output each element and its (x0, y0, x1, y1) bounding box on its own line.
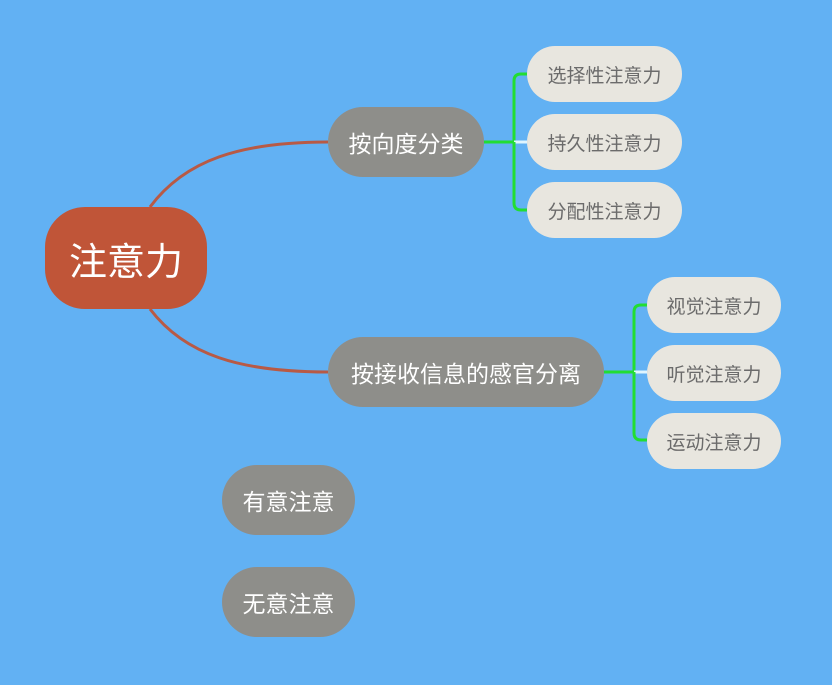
branch-topic-by-direction[interactable]: 按向度分类 (328, 107, 484, 177)
connector-branch-0-child-0 (512, 72, 527, 142)
connector-branch-0-child-2 (512, 142, 527, 212)
leaf-topic-auditory[interactable]: 听觉注意力 (647, 345, 781, 401)
leaf-topic-divided[interactable]: 分配性注意力 (527, 182, 682, 238)
floating-topic-voluntary[interactable]: 有意注意 (222, 465, 355, 535)
connector-branch-1-child-2 (632, 372, 647, 442)
branch-topic-by-sense[interactable]: 按接收信息的感官分离 (328, 337, 604, 407)
connector-branch-1-child-0 (632, 303, 647, 372)
floating-topic-involuntary[interactable]: 无意注意 (222, 567, 355, 637)
connector-root-to-branch-0 (148, 140, 329, 208)
connector-group-branch-1 (604, 303, 647, 442)
leaf-topic-selective[interactable]: 选择性注意力 (527, 46, 682, 102)
connector-root-to-branch-1 (148, 308, 329, 374)
root-topic[interactable]: 注意力 (45, 207, 207, 309)
connector-group-branch-0 (484, 72, 527, 212)
leaf-topic-sustained[interactable]: 持久性注意力 (527, 114, 682, 170)
leaf-topic-visual[interactable]: 视觉注意力 (647, 277, 781, 333)
leaf-topic-motor[interactable]: 运动注意力 (647, 413, 781, 469)
